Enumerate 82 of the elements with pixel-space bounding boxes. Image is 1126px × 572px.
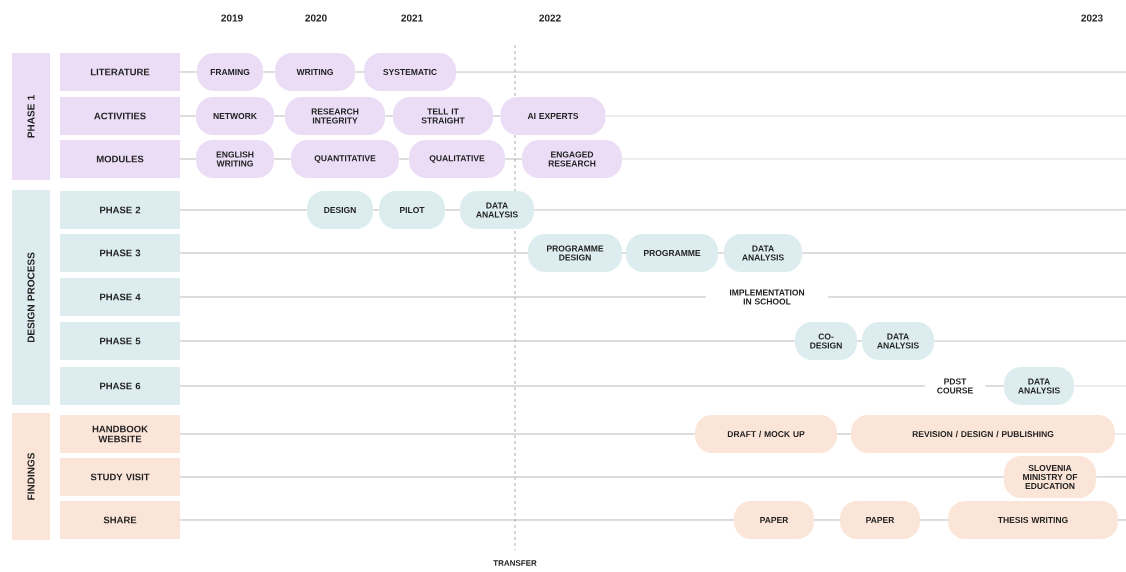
- timeline-line: [179, 433, 696, 435]
- task-pill: REVISION / DESIGN / PUBLISHING: [851, 415, 1115, 453]
- row-label-box: ACTIVITIES: [60, 97, 180, 135]
- section-band: DESIGN PROCESS: [12, 190, 50, 405]
- task-pill: CO-DESIGN: [795, 322, 857, 360]
- timeline-line: [801, 252, 1126, 254]
- timeline-line: [372, 209, 380, 211]
- task-pill: FRAMING: [197, 53, 263, 91]
- task-pill: SLOVENIA MINISTRY OF EDUCATION: [1004, 456, 1096, 498]
- task-pill: PILOT: [379, 191, 445, 229]
- row-label-box: MODULES: [60, 140, 180, 178]
- timeline-line: [179, 252, 529, 254]
- task-pill: PAPER: [840, 501, 920, 539]
- year-label: 2022: [539, 14, 561, 22]
- task-pill: ENGLISH WRITING: [196, 140, 274, 178]
- marker-label: TRANSFER: [493, 560, 537, 566]
- year-label: 2020: [305, 14, 327, 22]
- task-pill: DRAFT / MOCK UP: [695, 415, 837, 453]
- timeline-line: [984, 385, 1005, 387]
- task-pill: ENGAGED RESEARCH: [522, 140, 622, 178]
- timeline-line: [179, 476, 1005, 478]
- row-label-box: PHASE 2: [60, 191, 180, 229]
- timeline-line: [354, 71, 365, 73]
- timeline-line: [179, 385, 926, 387]
- task-pill: RESEARCH INTEGRITY: [285, 97, 385, 135]
- timeline-line: [444, 209, 461, 211]
- timeline-line: [455, 71, 1126, 73]
- task-label: PDST COURSE: [937, 378, 973, 394]
- timeline-line: [717, 252, 725, 254]
- year-label: 2019: [221, 14, 243, 22]
- timeline-line: [533, 209, 1126, 211]
- timeline-line: [262, 71, 276, 73]
- timeline-line: [179, 209, 308, 211]
- task-pill: PAPER: [734, 501, 814, 539]
- task-pill: WRITING: [275, 53, 355, 91]
- row-label-box: PHASE 6: [60, 367, 180, 405]
- timeline-line: [813, 519, 841, 521]
- task-pill: NETWORK: [196, 97, 274, 135]
- year-label: 2021: [401, 14, 423, 22]
- row-label-box: LITERATURE: [60, 53, 180, 91]
- section-band: PHASE 1: [12, 53, 50, 180]
- timeline-line: [827, 296, 1126, 298]
- task-pill: AI EXPERTS: [500, 97, 606, 135]
- row-label-box: STUDY VISIT: [60, 458, 180, 496]
- task-label: IMPLEMENTATION IN SCHOOL: [729, 289, 805, 305]
- task-pill: PROGRAMME: [626, 234, 718, 272]
- timeline-line: [273, 158, 292, 160]
- timeline-line: [492, 115, 501, 117]
- timeline-line: [919, 519, 949, 521]
- timeline-line: [836, 433, 852, 435]
- timeline-line: [384, 115, 394, 117]
- task-pill: PROGRAMME DESIGN: [528, 234, 622, 272]
- row-label-box: PHASE 3: [60, 234, 180, 272]
- timeline-line: [179, 340, 796, 342]
- timeline-line: [179, 519, 735, 521]
- task-pill: QUALITATIVE: [409, 140, 505, 178]
- year-label: 2023: [1081, 14, 1103, 22]
- row-label-box: PHASE 4: [60, 278, 180, 316]
- task-pill: QUANTITATIVE: [291, 140, 399, 178]
- row-label-box: SHARE: [60, 501, 180, 539]
- task-pill: SYSTEMATIC: [364, 53, 456, 91]
- timeline-line: [856, 340, 863, 342]
- task-pill: TELL IT STRAIGHT: [393, 97, 493, 135]
- timeline-line: [398, 158, 410, 160]
- timeline-line: [179, 158, 197, 160]
- timeline-line: [179, 115, 197, 117]
- timeline-line: [1095, 476, 1126, 478]
- timeline-line: [179, 296, 707, 298]
- task-pill: DATA ANALYSIS: [862, 322, 934, 360]
- task-pill: DESIGN: [307, 191, 373, 229]
- timeline-line: [179, 71, 198, 73]
- task-pill: DATA ANALYSIS: [724, 234, 802, 272]
- section-band: FINDINGS: [12, 413, 50, 540]
- task-pill: DATA ANALYSIS: [460, 191, 534, 229]
- timeline-line: [933, 340, 1126, 342]
- row-label-box: PHASE 5: [60, 322, 180, 360]
- task-pill: DATA ANALYSIS: [1004, 367, 1074, 405]
- timeline-line: [504, 158, 523, 160]
- task-pill: THESIS WRITING: [948, 501, 1118, 539]
- timeline-line: [1117, 519, 1126, 521]
- row-label-box: HANDBOOK WEBSITE: [60, 415, 180, 453]
- timeline-line: [273, 115, 286, 117]
